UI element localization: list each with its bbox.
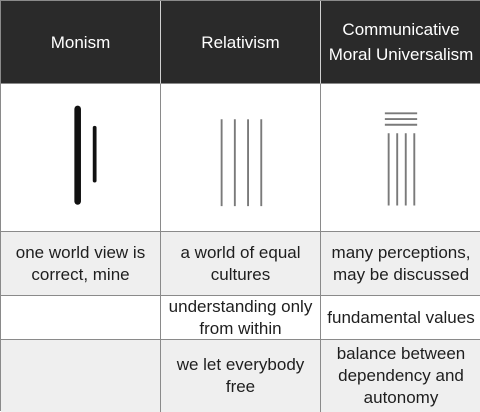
relativism-picture bbox=[161, 84, 321, 232]
cell-relativism-2: understanding only from within bbox=[161, 296, 321, 340]
monism-picture bbox=[1, 84, 161, 232]
universalism-picture bbox=[321, 84, 480, 232]
header-universalism: Communicative Moral Universalism bbox=[321, 1, 480, 84]
cell-relativism-1: a world of equal cultures bbox=[161, 232, 321, 296]
header-monism: Monism bbox=[1, 1, 161, 84]
cell-universalism-2: fundamental values bbox=[321, 296, 480, 340]
universalism-lines-icon bbox=[384, 111, 418, 205]
cell-universalism-3: balance between dependency and autonomy bbox=[321, 340, 480, 412]
cell-relativism-3: we let everybody free bbox=[161, 340, 321, 412]
relativism-parallel-lines-icon bbox=[220, 118, 263, 206]
cell-universalism-1: many perceptions, may be discussed bbox=[321, 232, 480, 296]
cell-monism-2 bbox=[1, 296, 161, 340]
cell-monism-1: one world view is correct, mine bbox=[1, 232, 161, 296]
cell-monism-3 bbox=[1, 340, 161, 412]
monism-bars-icon bbox=[74, 105, 97, 205]
header-relativism: Relativism bbox=[161, 1, 321, 84]
